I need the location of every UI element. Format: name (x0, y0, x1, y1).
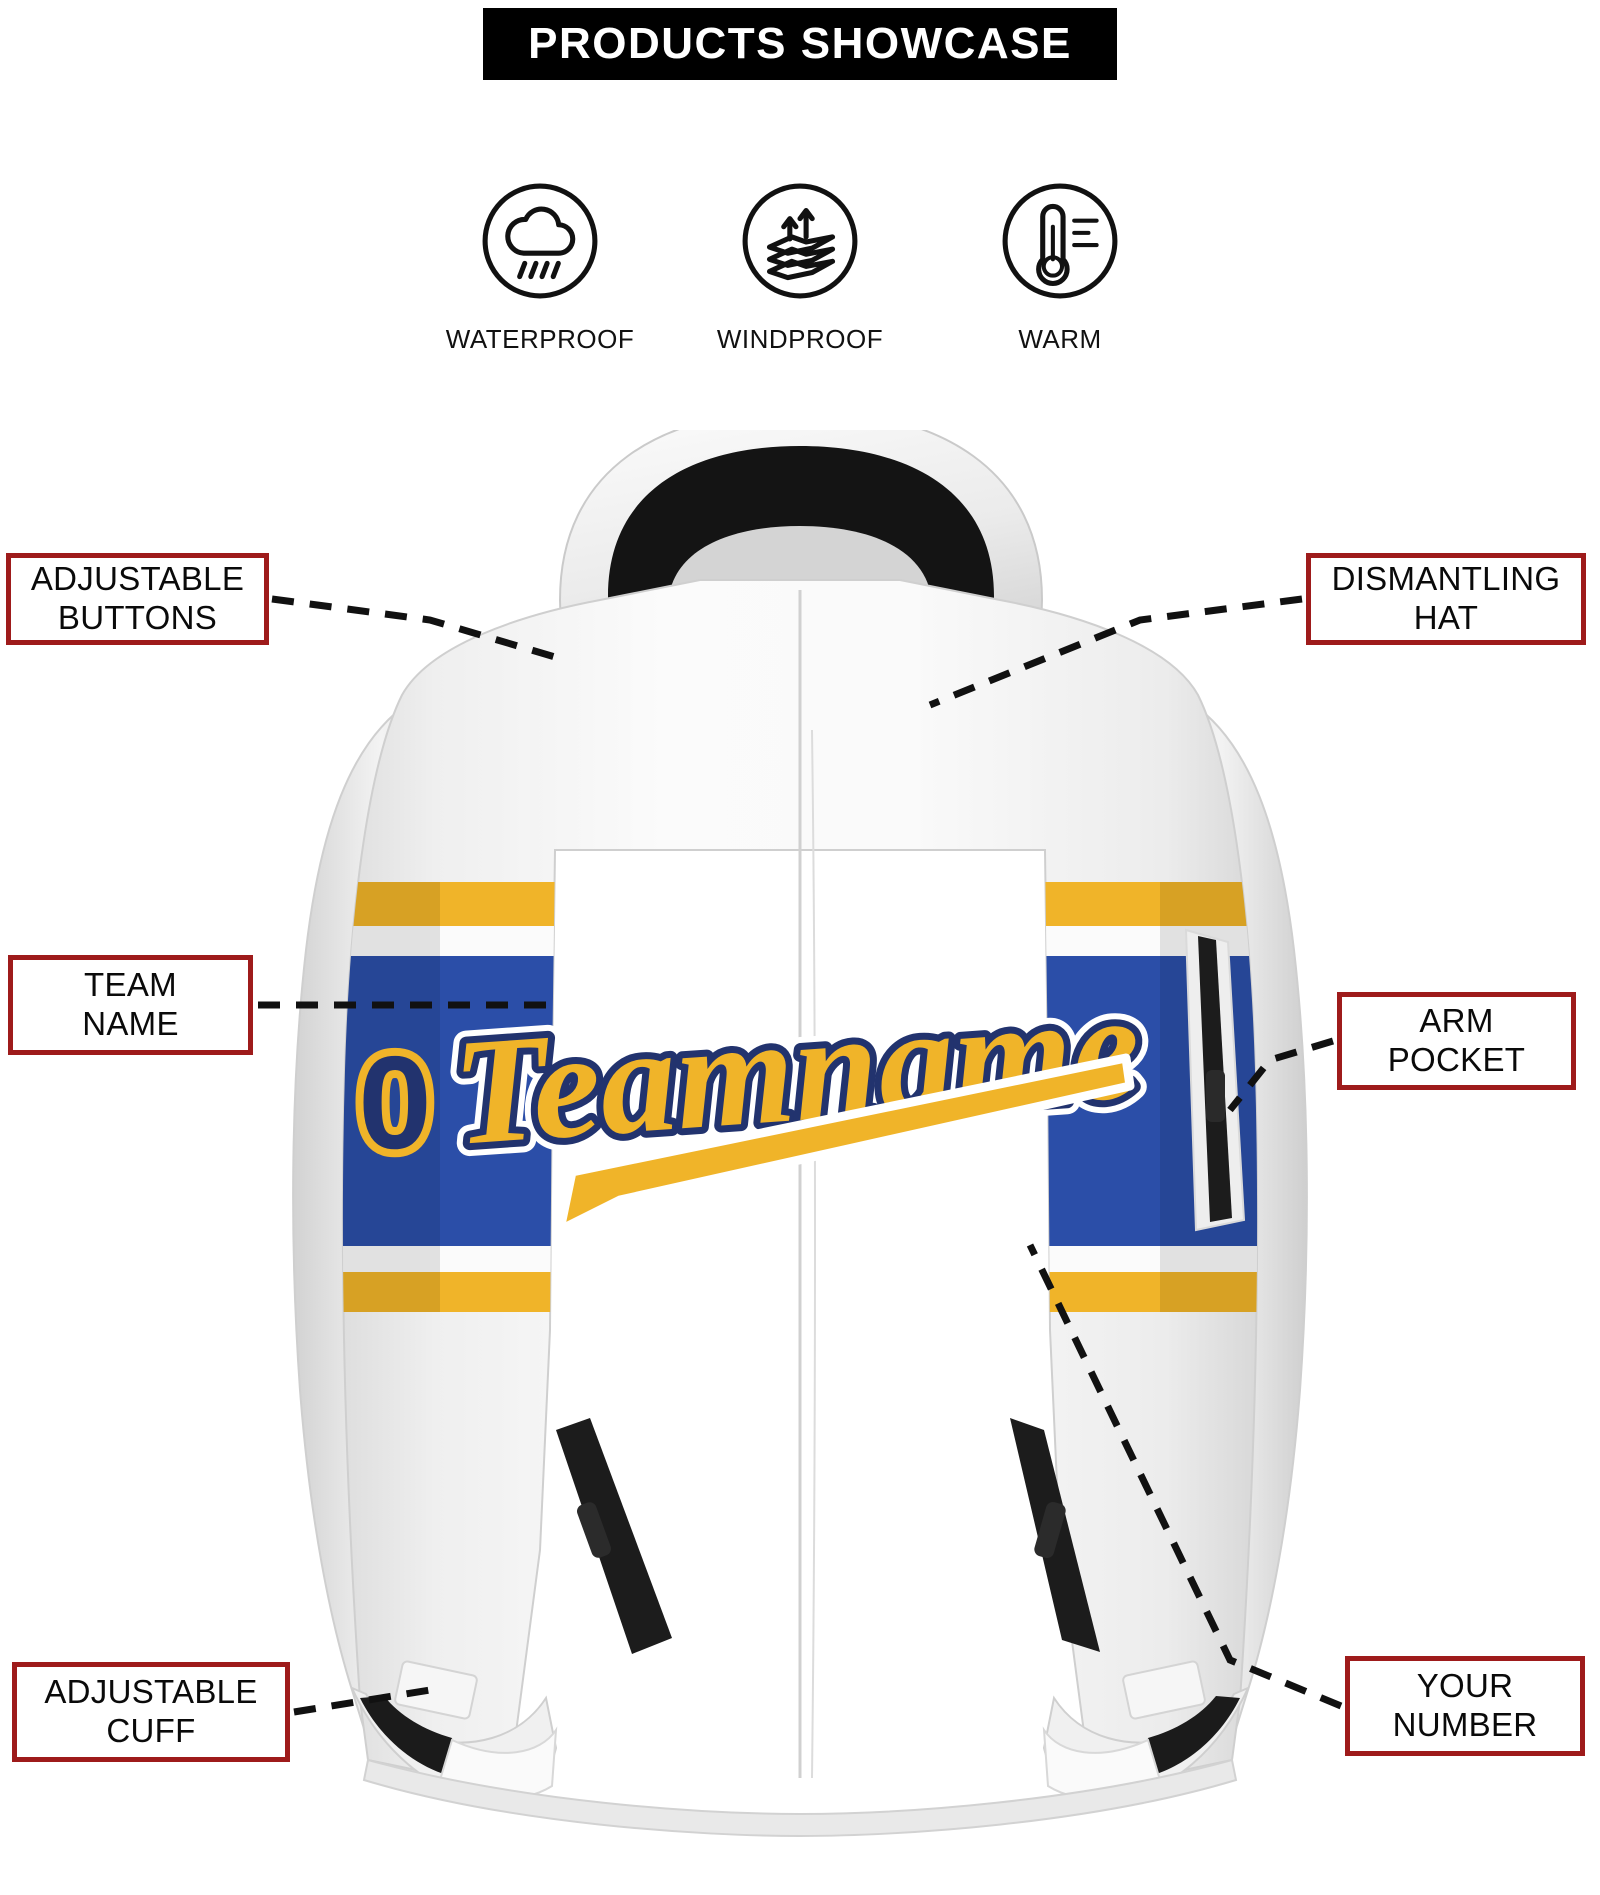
arm-pocket-zipper-pull[interactable] (1206, 1070, 1225, 1122)
fabric-layers-arrows-icon (742, 183, 858, 299)
chest-number-text: 0 (358, 1029, 431, 1176)
callout-line-1: TEAM (84, 966, 177, 1004)
team-name-swoosh (555, 1053, 1135, 1235)
callout-line-1: ARM (1419, 1002, 1494, 1040)
feature-warm: WARM (960, 180, 1160, 355)
callout-adjustable-buttons: ADJUSTABLE BUTTONS (6, 553, 269, 645)
jacket-body: Teamname Teamname Teamname 0 0 (341, 579, 1259, 1780)
team-name-graphic: Teamname Teamname Teamname (435, 948, 1158, 1235)
callout-your-number: YOUR NUMBER (1345, 1656, 1585, 1756)
callout-line-1: YOUR (1416, 1667, 1514, 1705)
callout-text: ADJUSTABLE BUTTONS (23, 558, 252, 640)
hand-pocket-left-pull[interactable] (575, 1500, 613, 1559)
jacket-hem (362, 1758, 1238, 1838)
rain-cloud-icon (482, 183, 598, 299)
callout-line-2: BUTTONS (57, 599, 218, 636)
feature-label: WINDPROOF (716, 324, 884, 354)
feature-windproof: WINDPROOF (700, 180, 900, 355)
product-illustration-jacket: Teamname Teamname Teamname 0 0 (292, 430, 1308, 1838)
callout-text: TEAM NAME (74, 964, 187, 1046)
callout-text: ARM POCKET (1380, 1000, 1534, 1082)
chest-number-outline: 0 (358, 1029, 431, 1176)
page-title: PRODUCTS SHOWCASE (528, 19, 1072, 68)
callout-adjustable-cuff: ADJUSTABLE CUFF (12, 1662, 290, 1762)
feature-label: WATERPROOF (445, 324, 635, 354)
callout-line-2: NUMBER (1392, 1706, 1538, 1743)
callout-arm-pocket: ARM POCKET (1337, 992, 1576, 1090)
hand-pocket-left-zipper[interactable] (556, 1418, 672, 1654)
cuff-left-velcro-strip[interactable] (360, 1696, 458, 1778)
callout-team-name: TEAM NAME (8, 955, 253, 1055)
feature-label: WARM (1018, 324, 1102, 354)
callout-line-2: CUFF (106, 1712, 196, 1749)
cuff-right-velcro-strip[interactable] (1142, 1696, 1240, 1778)
chest-number-graphic: 0 0 (350, 1021, 439, 1184)
hand-pocket-left[interactable] (556, 1418, 672, 1654)
cuff-left[interactable] (350, 1660, 558, 1800)
thermometer-icon (1002, 183, 1118, 299)
callout-line-1: ADJUSTABLE (30, 560, 245, 598)
callout-line-1: ADJUSTABLE (44, 1673, 258, 1711)
callout-text: DISMANTLING HAT (1324, 558, 1569, 640)
feature-waterproof: WATERPROOF (440, 180, 640, 355)
callout-line-2: POCKET (1387, 1041, 1526, 1078)
callout-text: YOUR NUMBER (1385, 1665, 1546, 1747)
callout-line-2: NAME (82, 1005, 179, 1042)
callout-text: ADJUSTABLE CUFF (36, 1671, 265, 1753)
arm-pocket[interactable] (1184, 928, 1246, 1232)
callout-line-1: DISMANTLING (1331, 560, 1561, 598)
page-title-banner: PRODUCTS SHOWCASE (483, 8, 1117, 80)
feature-icon-row: WATERPROOF WINDPROOF (440, 180, 1160, 380)
front-placket-edge (811, 729, 816, 1779)
callout-dismantling-hat: DISMANTLING HAT (1306, 553, 1586, 645)
callout-line-2: HAT (1413, 599, 1479, 636)
